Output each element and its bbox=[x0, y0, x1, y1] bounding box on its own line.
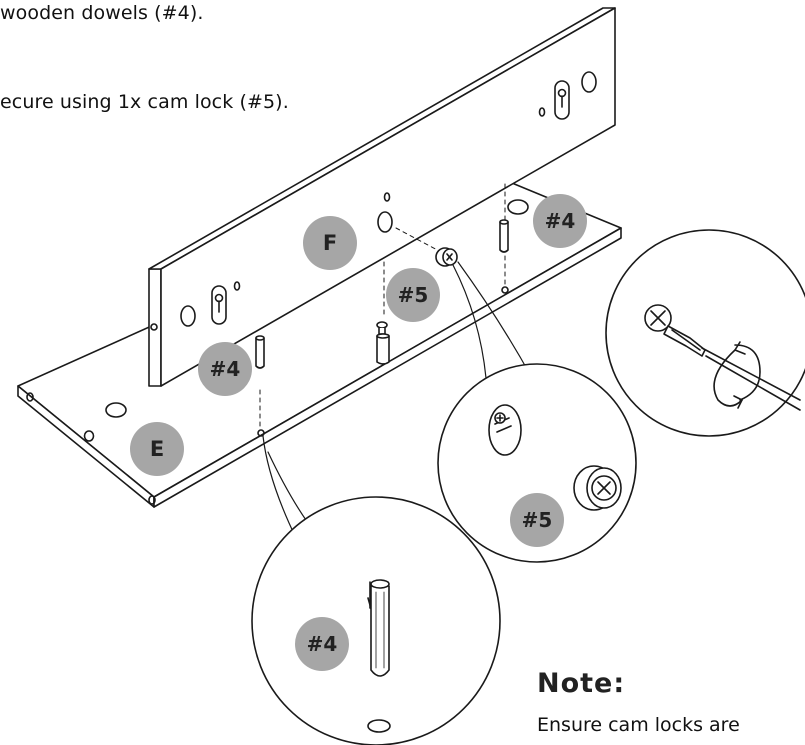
panel-e-dowel-hole bbox=[258, 430, 264, 436]
detail-circle-cam-lock bbox=[438, 364, 636, 562]
dowel-label-right: #4 bbox=[533, 194, 587, 248]
cam-lock-label: #5 bbox=[386, 268, 440, 322]
note-text: Ensure cam locks are bbox=[537, 714, 740, 736]
cam-bolt bbox=[377, 322, 389, 364]
panel-f-screw-hole bbox=[385, 193, 390, 201]
panel-f-cam-hole bbox=[181, 306, 195, 326]
cam-lock-detail-label: #5 bbox=[510, 493, 564, 547]
panel-f-label: F bbox=[303, 216, 357, 270]
panel-e-edge-hole bbox=[27, 393, 33, 401]
panel-e-edge-hole bbox=[85, 431, 94, 441]
panel-e-cam-hole bbox=[106, 403, 126, 417]
detail-circle-screwdriver bbox=[606, 230, 805, 436]
panel-e bbox=[18, 174, 621, 507]
panel-e-edge-hole bbox=[149, 496, 155, 504]
cam-lock bbox=[436, 248, 457, 266]
panel-f bbox=[149, 8, 615, 386]
panel-e-cam-hole bbox=[508, 200, 528, 214]
panel-f-screw-hole bbox=[540, 108, 545, 116]
dowel-right bbox=[500, 220, 508, 252]
panel-e-label: E bbox=[130, 422, 184, 476]
dowel-detail-label: #4 bbox=[295, 617, 349, 671]
panel-f-cam-hole bbox=[378, 212, 392, 232]
detail-circle-dowel bbox=[252, 497, 500, 745]
panel-f-edge-hole bbox=[151, 324, 157, 330]
note-heading: Note: bbox=[537, 668, 626, 699]
panel-f-cam-hole bbox=[582, 72, 596, 92]
dowel-label-left: #4 bbox=[198, 342, 252, 396]
panel-e-dowel-hole bbox=[502, 287, 508, 293]
instruction-line-2: ecure using 1x cam lock (#5). bbox=[0, 91, 289, 113]
dowel-left bbox=[256, 336, 264, 368]
panel-f-front-face bbox=[161, 8, 615, 386]
panel-f-screw-hole bbox=[235, 282, 240, 290]
instruction-line-1: wooden dowels (#4). bbox=[0, 2, 204, 24]
